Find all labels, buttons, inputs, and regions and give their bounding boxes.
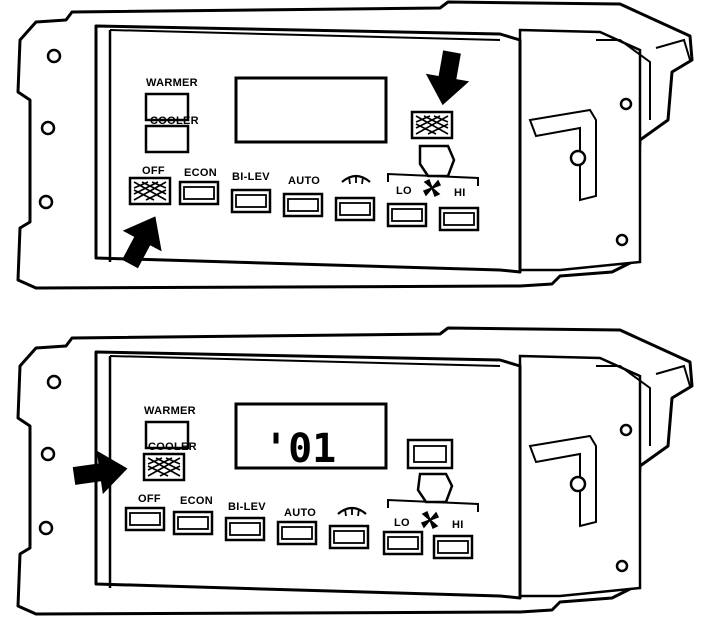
fan-lo-button[interactable] [382,530,424,556]
econ-button[interactable] [178,180,220,206]
econ-button[interactable] [172,510,214,536]
lo-label: LO [396,185,412,197]
off-button[interactable] [124,506,166,532]
off-label: OFF [142,165,165,177]
econ-label: ECON [184,167,217,179]
defrost-icon [337,506,367,517]
hi-label: HI [452,519,464,531]
temperature-display: '01 [264,426,336,472]
defrost-button[interactable] [328,524,370,550]
connector-icon [410,110,454,140]
fan-hi-button[interactable] [432,534,474,560]
defrost-button[interactable] [334,196,376,222]
auto-label: AUTO [288,175,320,187]
cooler-button[interactable] [144,124,190,154]
econ-label: ECON [180,495,213,507]
auto-label: AUTO [284,507,316,519]
warmer-button[interactable] [144,420,190,450]
fan-lo-button[interactable] [386,202,428,228]
warmer-label: WARMER [146,77,198,89]
auto-button[interactable] [282,192,324,218]
climate-control-panel-bottom: '01 WARMER COOLER OFF ECON BI-LEV AUTO L… [16,326,694,616]
off-button[interactable] [128,176,172,206]
connector-icon [142,452,186,482]
fan-hi-button[interactable] [438,206,480,232]
bilev-button[interactable] [224,516,266,542]
cooler-label: COOLER [148,441,197,453]
climate-control-panel-top: WARMER COOLER OFF ECON BI-LEV AUTO LO HI [16,0,694,290]
bilev-label: BI-LEV [232,171,270,183]
warmer-label: WARMER [144,405,196,417]
off-label: OFF [138,493,161,505]
bilev-label: BI-LEV [228,501,266,513]
hi-label: HI [454,187,466,199]
fan-icon [422,178,442,198]
bilev-button[interactable] [230,188,272,214]
fan-icon [420,510,440,530]
warmer-button[interactable] [144,92,190,122]
lo-label: LO [394,517,410,529]
auto-button[interactable] [276,520,318,546]
defrost-icon [341,174,371,185]
cooler-label: COOLER [150,115,199,127]
